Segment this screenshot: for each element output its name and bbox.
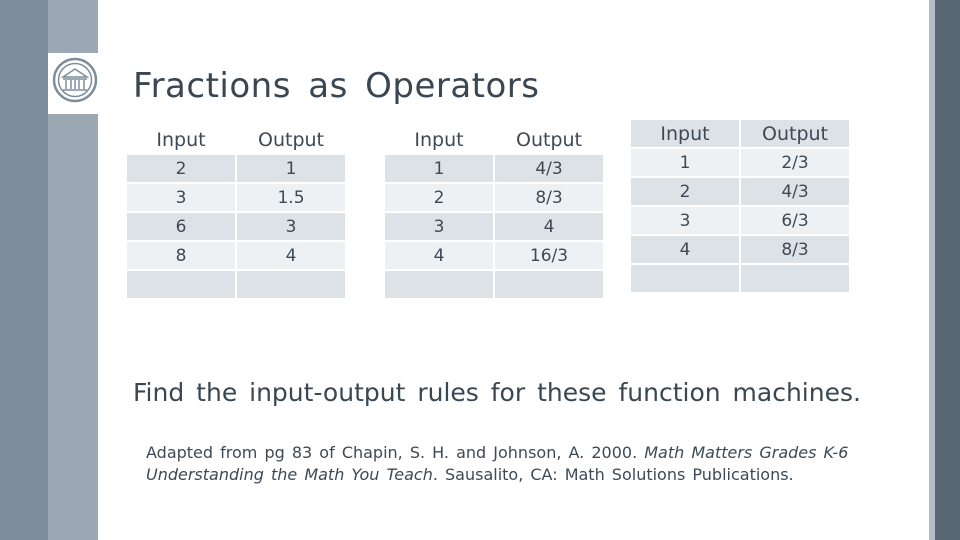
right-decorative-stripe (929, 0, 935, 540)
function-table-2: Input Output 1 4/3 2 8/3 3 4 4 16/3 (383, 124, 605, 300)
table-header-row: Input Output (127, 126, 345, 153)
left-decorative-band (0, 0, 48, 540)
slide-title: Fractions as Operators (133, 66, 540, 106)
output-header: Output (258, 128, 324, 151)
function-table-3: Input Output 1 2/3 2 4/3 3 6/3 4 8/3 (629, 118, 851, 294)
input-cell: 4 (631, 236, 739, 263)
output-cell (495, 271, 603, 298)
output-cell: 4/3 (741, 178, 849, 205)
input-cell: 4 (385, 242, 493, 269)
output-cell: 1.5 (237, 184, 345, 211)
output-cell: 3 (237, 213, 345, 240)
input-cell: 3 (631, 207, 739, 234)
output-cell (237, 271, 345, 298)
table-row: 1 4/3 (385, 155, 603, 182)
citation-prefix: Adapted from pg 83 of Chapin, S. H. and … (146, 443, 645, 462)
table-row-empty (127, 271, 345, 298)
input-cell: 2 (631, 178, 739, 205)
input-cell: 1 (385, 155, 493, 182)
input-header: Input (156, 128, 206, 151)
table-row: 2 8/3 (385, 184, 603, 211)
input-cell: 2 (385, 184, 493, 211)
table-row-empty (385, 271, 603, 298)
input-cell: 1 (631, 149, 739, 176)
table-row-empty (631, 265, 849, 292)
output-cell: 8/3 (495, 184, 603, 211)
right-decorative-band (935, 0, 960, 540)
output-cell: 1 (237, 155, 345, 182)
input-cell: 3 (385, 213, 493, 240)
citation-suffix: . Sausalito, CA: Math Solutions Publicat… (432, 465, 794, 484)
output-cell: 6/3 (741, 207, 849, 234)
table-row: 6 3 (127, 213, 345, 240)
instruction-caption: Find the input-output rules for these fu… (133, 378, 861, 407)
input-cell (631, 265, 739, 292)
output-cell: 4/3 (495, 155, 603, 182)
input-cell: 8 (127, 242, 235, 269)
input-cell: 2 (127, 155, 235, 182)
input-cell (127, 271, 235, 298)
function-table-1: Input Output 2 1 3 1.5 6 3 8 4 (125, 124, 347, 300)
input-header: Input (414, 128, 464, 151)
input-header: Input (631, 120, 739, 147)
table-row: 3 4 (385, 213, 603, 240)
output-cell (741, 265, 849, 292)
table-row: 4 8/3 (631, 236, 849, 263)
university-seal-icon (52, 56, 98, 104)
output-cell: 4 (237, 242, 345, 269)
table-header-row: Input Output (385, 126, 603, 153)
table-header-row: Input Output (631, 120, 849, 147)
source-citation: Adapted from pg 83 of Chapin, S. H. and … (146, 442, 906, 486)
output-cell: 2/3 (741, 149, 849, 176)
table-row: 2 1 (127, 155, 345, 182)
table-row: 1 2/3 (631, 149, 849, 176)
citation-book-title: Math Matters Grades K-6 Understanding th… (146, 443, 849, 484)
output-cell: 4 (495, 213, 603, 240)
table-row: 3 1.5 (127, 184, 345, 211)
table-row: 3 6/3 (631, 207, 849, 234)
input-cell (385, 271, 493, 298)
table-row: 2 4/3 (631, 178, 849, 205)
table-row: 4 16/3 (385, 242, 603, 269)
output-header: Output (516, 128, 582, 151)
output-cell: 8/3 (741, 236, 849, 263)
output-header: Output (741, 120, 849, 147)
table-row: 8 4 (127, 242, 345, 269)
output-cell: 16/3 (495, 242, 603, 269)
input-cell: 6 (127, 213, 235, 240)
input-cell: 3 (127, 184, 235, 211)
